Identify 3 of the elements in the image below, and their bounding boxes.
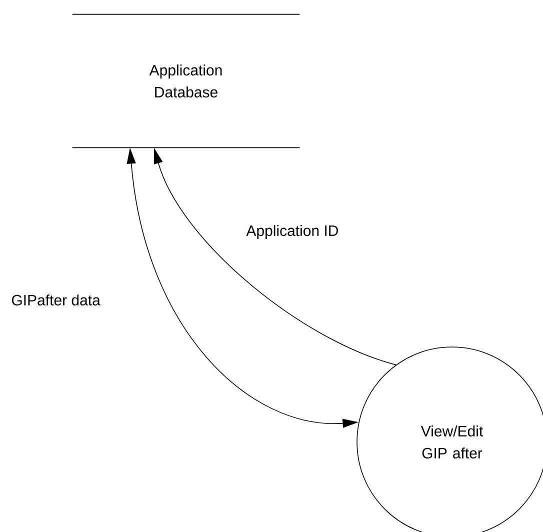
data-store: Application Database	[72, 14, 300, 148]
edge-label: GIPafter data	[10, 294, 102, 306]
edge-label: Application ID	[245, 224, 340, 240]
